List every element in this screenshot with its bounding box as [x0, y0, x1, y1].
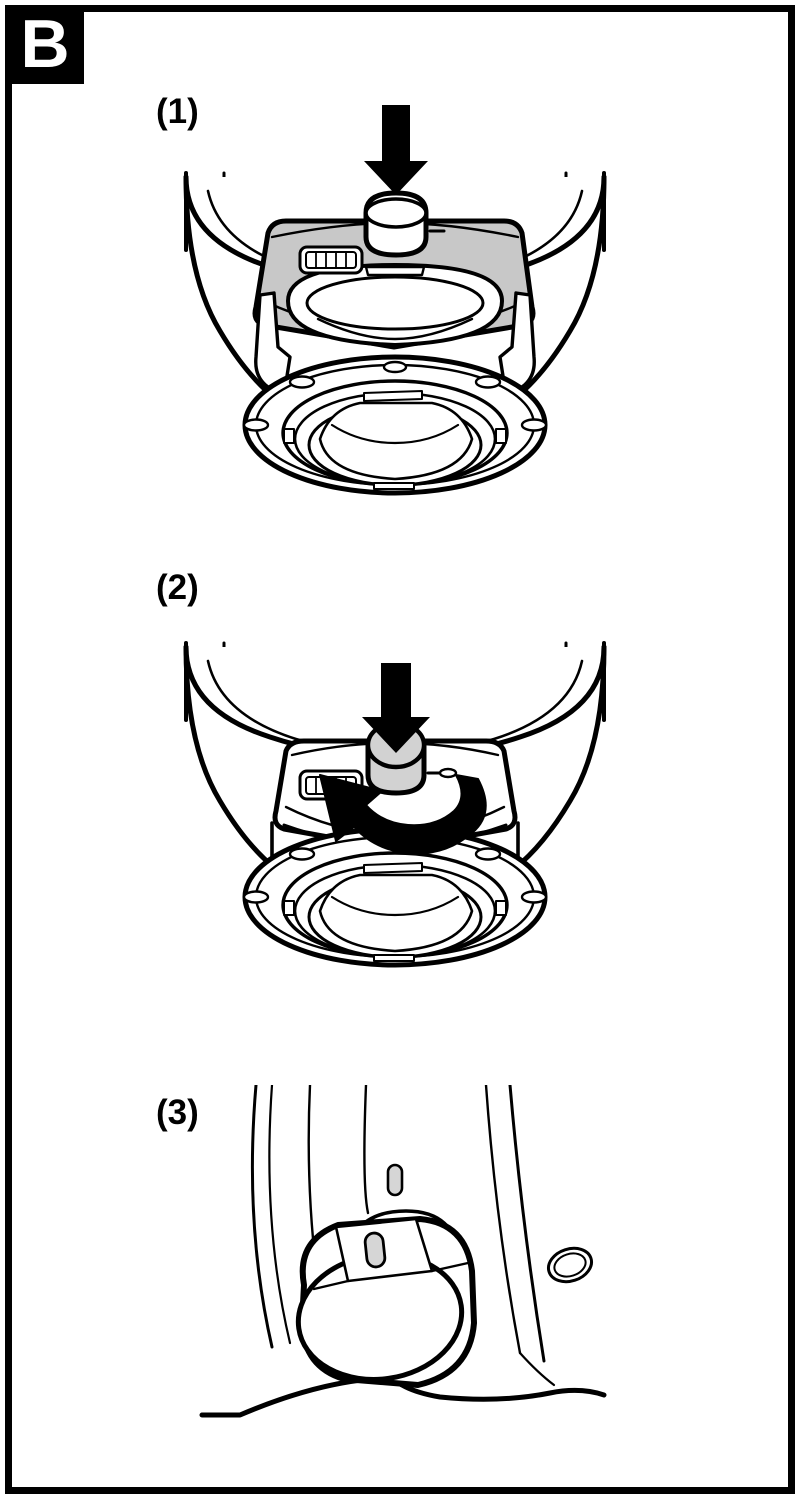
- bayonet-mount-ring: [242, 826, 548, 968]
- step-label-2: (2): [156, 568, 199, 607]
- down-arrow-icon: [364, 105, 428, 195]
- illustration-step-3: [199, 1085, 607, 1418]
- illustration-step-2: [183, 641, 607, 968]
- down-arrow-icon: [362, 663, 430, 753]
- locking-knob: [363, 190, 446, 258]
- step-label-1: (1): [156, 92, 199, 131]
- rotation-arrow-icon: [319, 774, 487, 855]
- bayonet-mount-ring: [242, 354, 548, 496]
- knob-index-mark: [363, 1231, 387, 1269]
- contact-strip: [298, 245, 364, 275]
- panel-letter-badge: B: [5, 5, 84, 84]
- body-index-mark: [386, 1163, 404, 1197]
- locking-knob-closeup: [295, 1209, 477, 1388]
- step-label-3: (3): [156, 1093, 199, 1132]
- illustration-step-1: [183, 105, 607, 496]
- side-port-oval: [547, 1246, 593, 1284]
